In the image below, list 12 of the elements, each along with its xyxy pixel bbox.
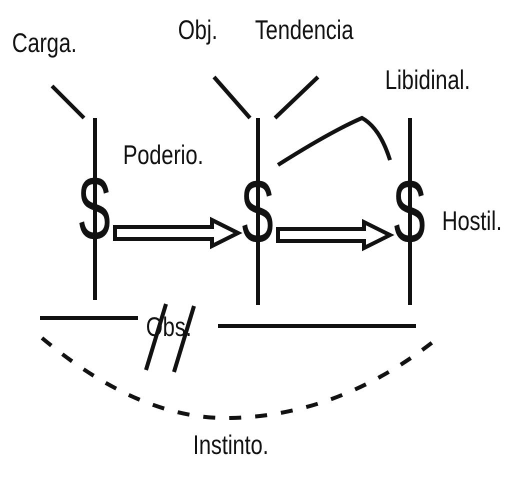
text-label: Instinto. bbox=[193, 430, 269, 462]
connector-line bbox=[50, 84, 86, 120]
connector-line bbox=[274, 76, 320, 120]
hollow-arrow bbox=[276, 218, 394, 252]
side-label: Hostil. bbox=[442, 206, 502, 238]
term-label: Tendencia bbox=[255, 15, 354, 46]
term-label: Carga. bbox=[12, 28, 77, 60]
hollow-arrow bbox=[113, 216, 242, 250]
text-label: Libidinal. bbox=[385, 65, 470, 96]
term-label: Obj. bbox=[178, 15, 218, 46]
connector-line bbox=[212, 76, 252, 120]
connector-line bbox=[276, 116, 392, 167]
